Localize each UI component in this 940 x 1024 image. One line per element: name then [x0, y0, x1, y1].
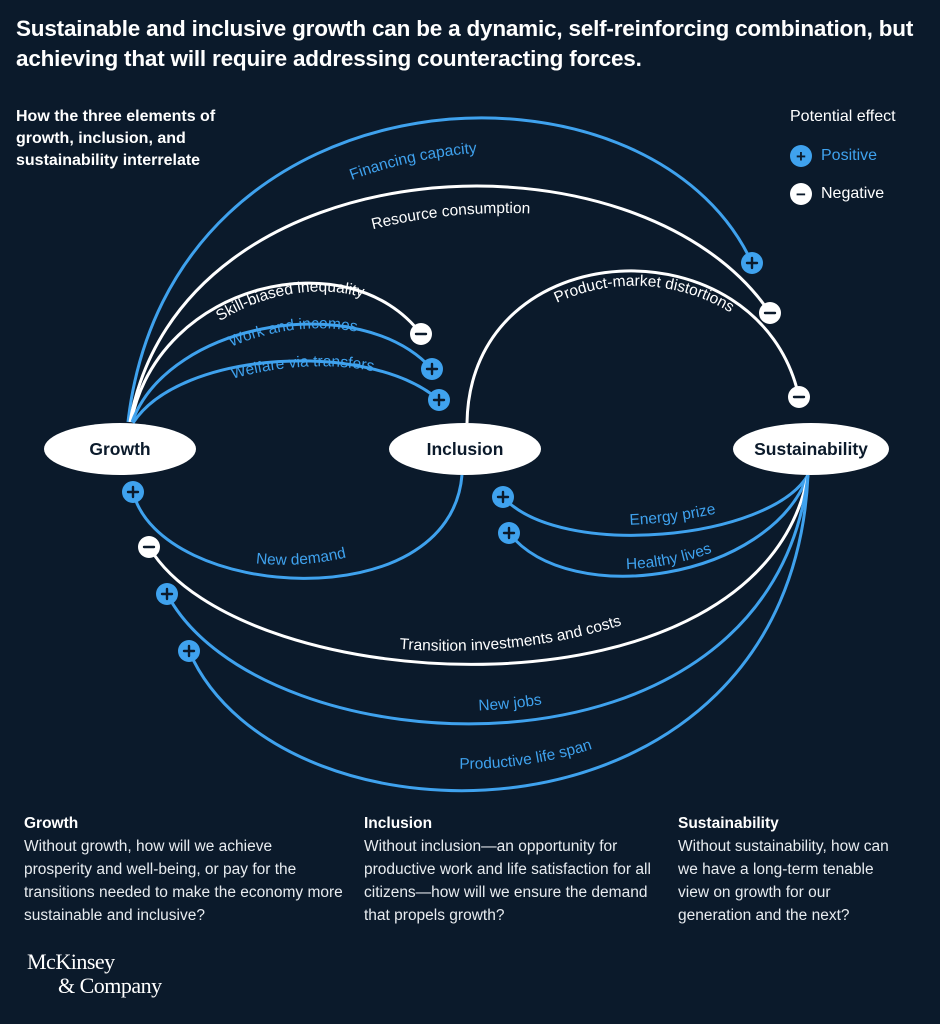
page-title: Sustainable and inclusive growth can be … [16, 16, 914, 71]
link-financing-capacity [126, 116, 754, 423]
minus-circle-icon [788, 386, 810, 408]
plus-circle-icon [741, 252, 763, 274]
logo-line-2: & Company [58, 973, 162, 998]
legend: Potential effect + Positive − Negative [790, 106, 896, 205]
legend-title: Potential effect [790, 108, 896, 125]
label-energy-prize: Energy prize [629, 501, 717, 529]
footer-text-inclusion: Without inclusion—an opportunity for pro… [364, 838, 651, 924]
mckinsey-logo: McKinsey & Company [27, 950, 162, 998]
node-sustainability: Sustainability [733, 423, 889, 475]
legend-label-positive: Positive [821, 147, 878, 164]
link-product-market-distortions [465, 269, 801, 424]
effect-badges [122, 252, 810, 662]
label-transition-investments: Transition investments and costs [399, 612, 623, 654]
footer-sustainability: Sustainability Without sustainability, h… [678, 812, 908, 927]
plus-circle-icon [156, 583, 178, 605]
footer-text-sustainability: Without sustainability, how can we have … [678, 838, 889, 924]
minus-circle-icon [138, 536, 160, 558]
footer-text-growth: Without growth, how will we achieve pros… [24, 838, 343, 924]
label-financing-capacity: Financing capacity [347, 140, 477, 184]
links [126, 116, 810, 793]
diagram-subtitle: How the three elements of growth, inclus… [16, 108, 216, 169]
legend-label-negative: Negative [821, 185, 885, 202]
label-new-demand: New demand [255, 545, 347, 569]
link-productive-life-span [187, 474, 810, 793]
legend-item-positive: + Positive [790, 145, 896, 167]
label-welfare-via-transfers: Welfare via transfers [229, 353, 376, 382]
plus-circle-icon [498, 522, 520, 544]
plus-circle-icon: + [790, 145, 812, 167]
link-new-jobs [165, 474, 810, 726]
link-work-and-incomes [130, 322, 434, 423]
label-resource-consumption: Resource consumption [370, 200, 531, 233]
label-work-and-incomes: Work and incomes [226, 315, 359, 350]
footer-heading-sustainability: Sustainability [678, 815, 779, 832]
plus-circle-icon [122, 481, 144, 503]
minus-circle-icon [410, 323, 432, 345]
link-skill-biased-inequality [129, 281, 423, 423]
node-label-inclusion: Inclusion [427, 439, 504, 459]
label-productive-life-span: Productive life span [459, 736, 594, 772]
node-inclusion: Inclusion [389, 423, 541, 475]
footer-growth: Growth Without growth, how will we achie… [24, 812, 344, 927]
node-label-sustainability: Sustainability [754, 439, 868, 459]
plus-circle-icon [428, 389, 450, 411]
plus-circle-icon [421, 358, 443, 380]
footer-heading-inclusion: Inclusion [364, 815, 433, 832]
link-energy-prize [501, 474, 810, 537]
minus-circle-icon: − [790, 183, 812, 205]
plus-circle-icon [492, 486, 514, 508]
link-transition-investments [147, 474, 810, 666]
legend-item-negative: − Negative [790, 183, 896, 205]
node-label-growth: Growth [89, 439, 150, 459]
link-healthy-lives [507, 474, 810, 578]
minus-circle-icon [759, 302, 781, 324]
footer-inclusion: Inclusion Without inclusion—an opportuni… [364, 812, 654, 927]
link-welfare-via-transfers [131, 359, 440, 424]
link-resource-consumption [128, 184, 772, 423]
plus-circle-icon [178, 640, 200, 662]
logo-line-1: McKinsey [27, 949, 115, 974]
label-new-jobs: New jobs [478, 691, 543, 714]
node-growth: Growth [44, 423, 196, 475]
link-new-demand [131, 474, 464, 580]
label-healthy-lives: Healthy lives [626, 540, 714, 573]
footer-heading-growth: Growth [24, 815, 79, 832]
